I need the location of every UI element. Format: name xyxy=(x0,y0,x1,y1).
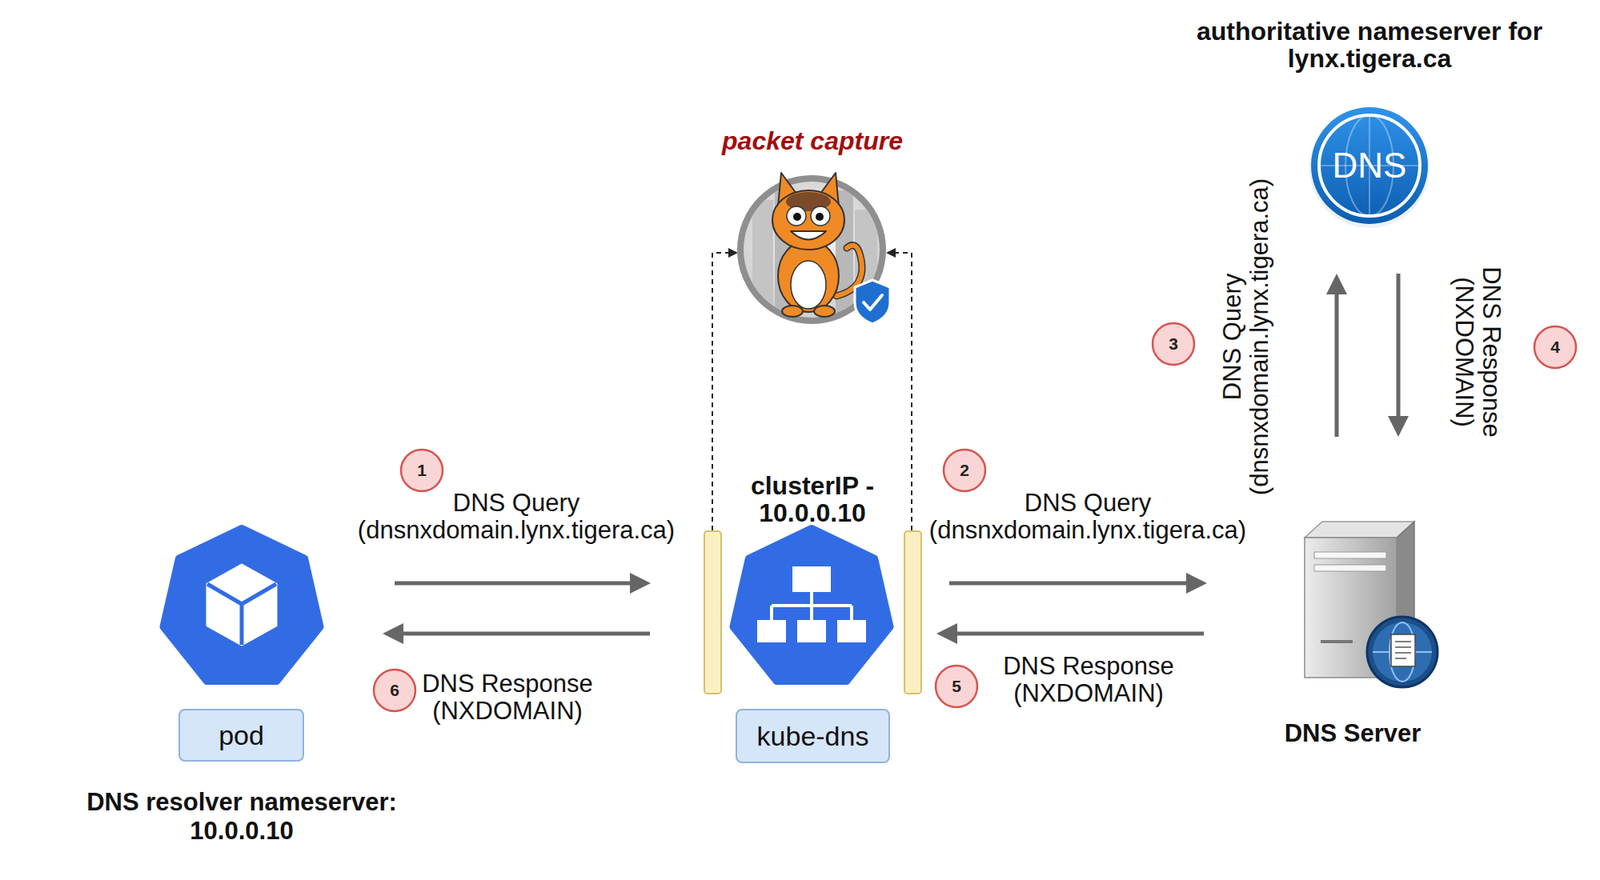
cat-illustration xyxy=(752,200,774,321)
flow-arrow xyxy=(936,623,1204,645)
nameserver-node: authoritative nameserver for lynx.tigera… xyxy=(1185,17,1554,233)
cat-illustration xyxy=(815,212,824,221)
flow-arrow xyxy=(1326,273,1348,438)
arrow-head xyxy=(382,623,404,645)
node-heading: authoritative nameserver for lynx.tigera… xyxy=(1177,17,1562,73)
server-icon xyxy=(1314,565,1387,572)
cat-illustration xyxy=(737,175,887,325)
arrow-head xyxy=(1326,273,1348,295)
cat-illustration xyxy=(810,206,831,226)
capture-leader xyxy=(712,248,912,531)
callout-circle xyxy=(1152,323,1195,365)
server-icon xyxy=(1320,640,1353,644)
arrow-head xyxy=(1387,416,1409,438)
server-icon xyxy=(1391,634,1416,667)
node-note: DNS resolver nameserver: 10.0.0.10 xyxy=(73,788,410,847)
server-icon xyxy=(1314,552,1387,559)
cat-illustration xyxy=(777,240,839,313)
callout-number: 2 xyxy=(942,449,987,493)
service-icon xyxy=(757,620,786,643)
capture-leader xyxy=(886,248,896,258)
callout-number: 3 xyxy=(1151,322,1195,366)
server-icon xyxy=(1395,641,1412,659)
callout-circle xyxy=(935,665,978,708)
cat-illustration xyxy=(814,305,835,317)
flow-arrow xyxy=(394,573,651,594)
callout-number: 6 xyxy=(372,669,417,713)
server-icon xyxy=(1372,622,1432,682)
arrow-line xyxy=(1335,291,1340,438)
cat-illustration xyxy=(790,260,827,309)
edge-label: DNS Query (dnsnxdomain.lynx.tigera.ca) xyxy=(915,489,1260,545)
node-tag: pod xyxy=(178,709,305,762)
cat-illustration xyxy=(786,206,807,226)
flow-arrow xyxy=(949,573,1208,594)
callout-number: 5 xyxy=(934,665,979,709)
node-label: DNS Server xyxy=(1232,719,1473,749)
cat-illustration xyxy=(790,231,827,241)
pod-icon xyxy=(207,584,277,646)
arrow-line xyxy=(1396,273,1401,420)
cat-illustration xyxy=(781,305,803,317)
edge-label: DNS Response (NXDOMAIN) xyxy=(988,653,1189,708)
arrow-head xyxy=(1186,573,1208,594)
server-icon xyxy=(1389,622,1416,682)
pod-icon xyxy=(164,529,321,682)
callout-circle xyxy=(401,449,443,492)
callout-circle xyxy=(943,449,986,492)
service-icon xyxy=(771,592,852,621)
service-node: clusterIP - 10.0.0.10 kube-dns xyxy=(700,472,925,769)
callout-number: 1 xyxy=(400,449,444,493)
capture-bar xyxy=(904,531,922,694)
service-icon xyxy=(733,529,891,682)
capture-leader xyxy=(712,252,730,531)
arrow-line xyxy=(394,581,634,586)
callout-circle xyxy=(373,669,416,712)
capture-leader xyxy=(728,248,738,258)
pod-icon xyxy=(164,529,321,682)
cat-illustration xyxy=(854,280,891,325)
server-node: DNS Server xyxy=(1248,516,1457,757)
cat-illustration xyxy=(772,190,845,250)
flow-arrow xyxy=(1387,273,1409,438)
node-tag: kube-dns xyxy=(735,709,891,764)
cat-illustration xyxy=(793,212,802,221)
callout-number: 4 xyxy=(1533,325,1577,369)
callout-circle xyxy=(1534,326,1576,369)
edge-label: DNS Response (NXDOMAIN) xyxy=(1450,252,1505,453)
pod-icon xyxy=(207,565,277,646)
service-icon xyxy=(797,620,827,643)
arrow-head xyxy=(629,573,651,594)
service-icon xyxy=(837,620,867,643)
flow-arrow xyxy=(382,623,650,645)
edge-label: DNS Query (dnsnxdomain.lynx.tigera.ca) xyxy=(344,489,689,545)
edge-label: DNS Query (dnsnxdomain.lynx.tigera.ca) xyxy=(1219,164,1274,510)
service-icon xyxy=(792,566,831,593)
arrow-line xyxy=(949,581,1190,586)
cat-illustration xyxy=(863,295,883,310)
arrow-line xyxy=(400,632,650,637)
capture-node: packet capture xyxy=(728,126,897,331)
globe-label: DNS xyxy=(1185,145,1554,186)
arrow-head xyxy=(936,623,958,645)
capture-bar xyxy=(704,531,722,694)
capture-leader xyxy=(894,252,912,531)
server-icon xyxy=(1367,617,1438,688)
arrow-line xyxy=(954,632,1204,637)
pod-node: podDNS resolver nameserver: 10.0.0.10 xyxy=(160,524,325,769)
edge-label: DNS Response (NXDOMAIN) xyxy=(407,670,608,726)
server-icon xyxy=(1304,521,1415,538)
service-icon xyxy=(733,529,891,682)
server-icon xyxy=(1304,521,1438,688)
cat-illustration xyxy=(737,172,891,325)
node-heading: clusterIP - 10.0.0.10 xyxy=(716,472,909,527)
capture-title: packet capture xyxy=(700,126,925,156)
